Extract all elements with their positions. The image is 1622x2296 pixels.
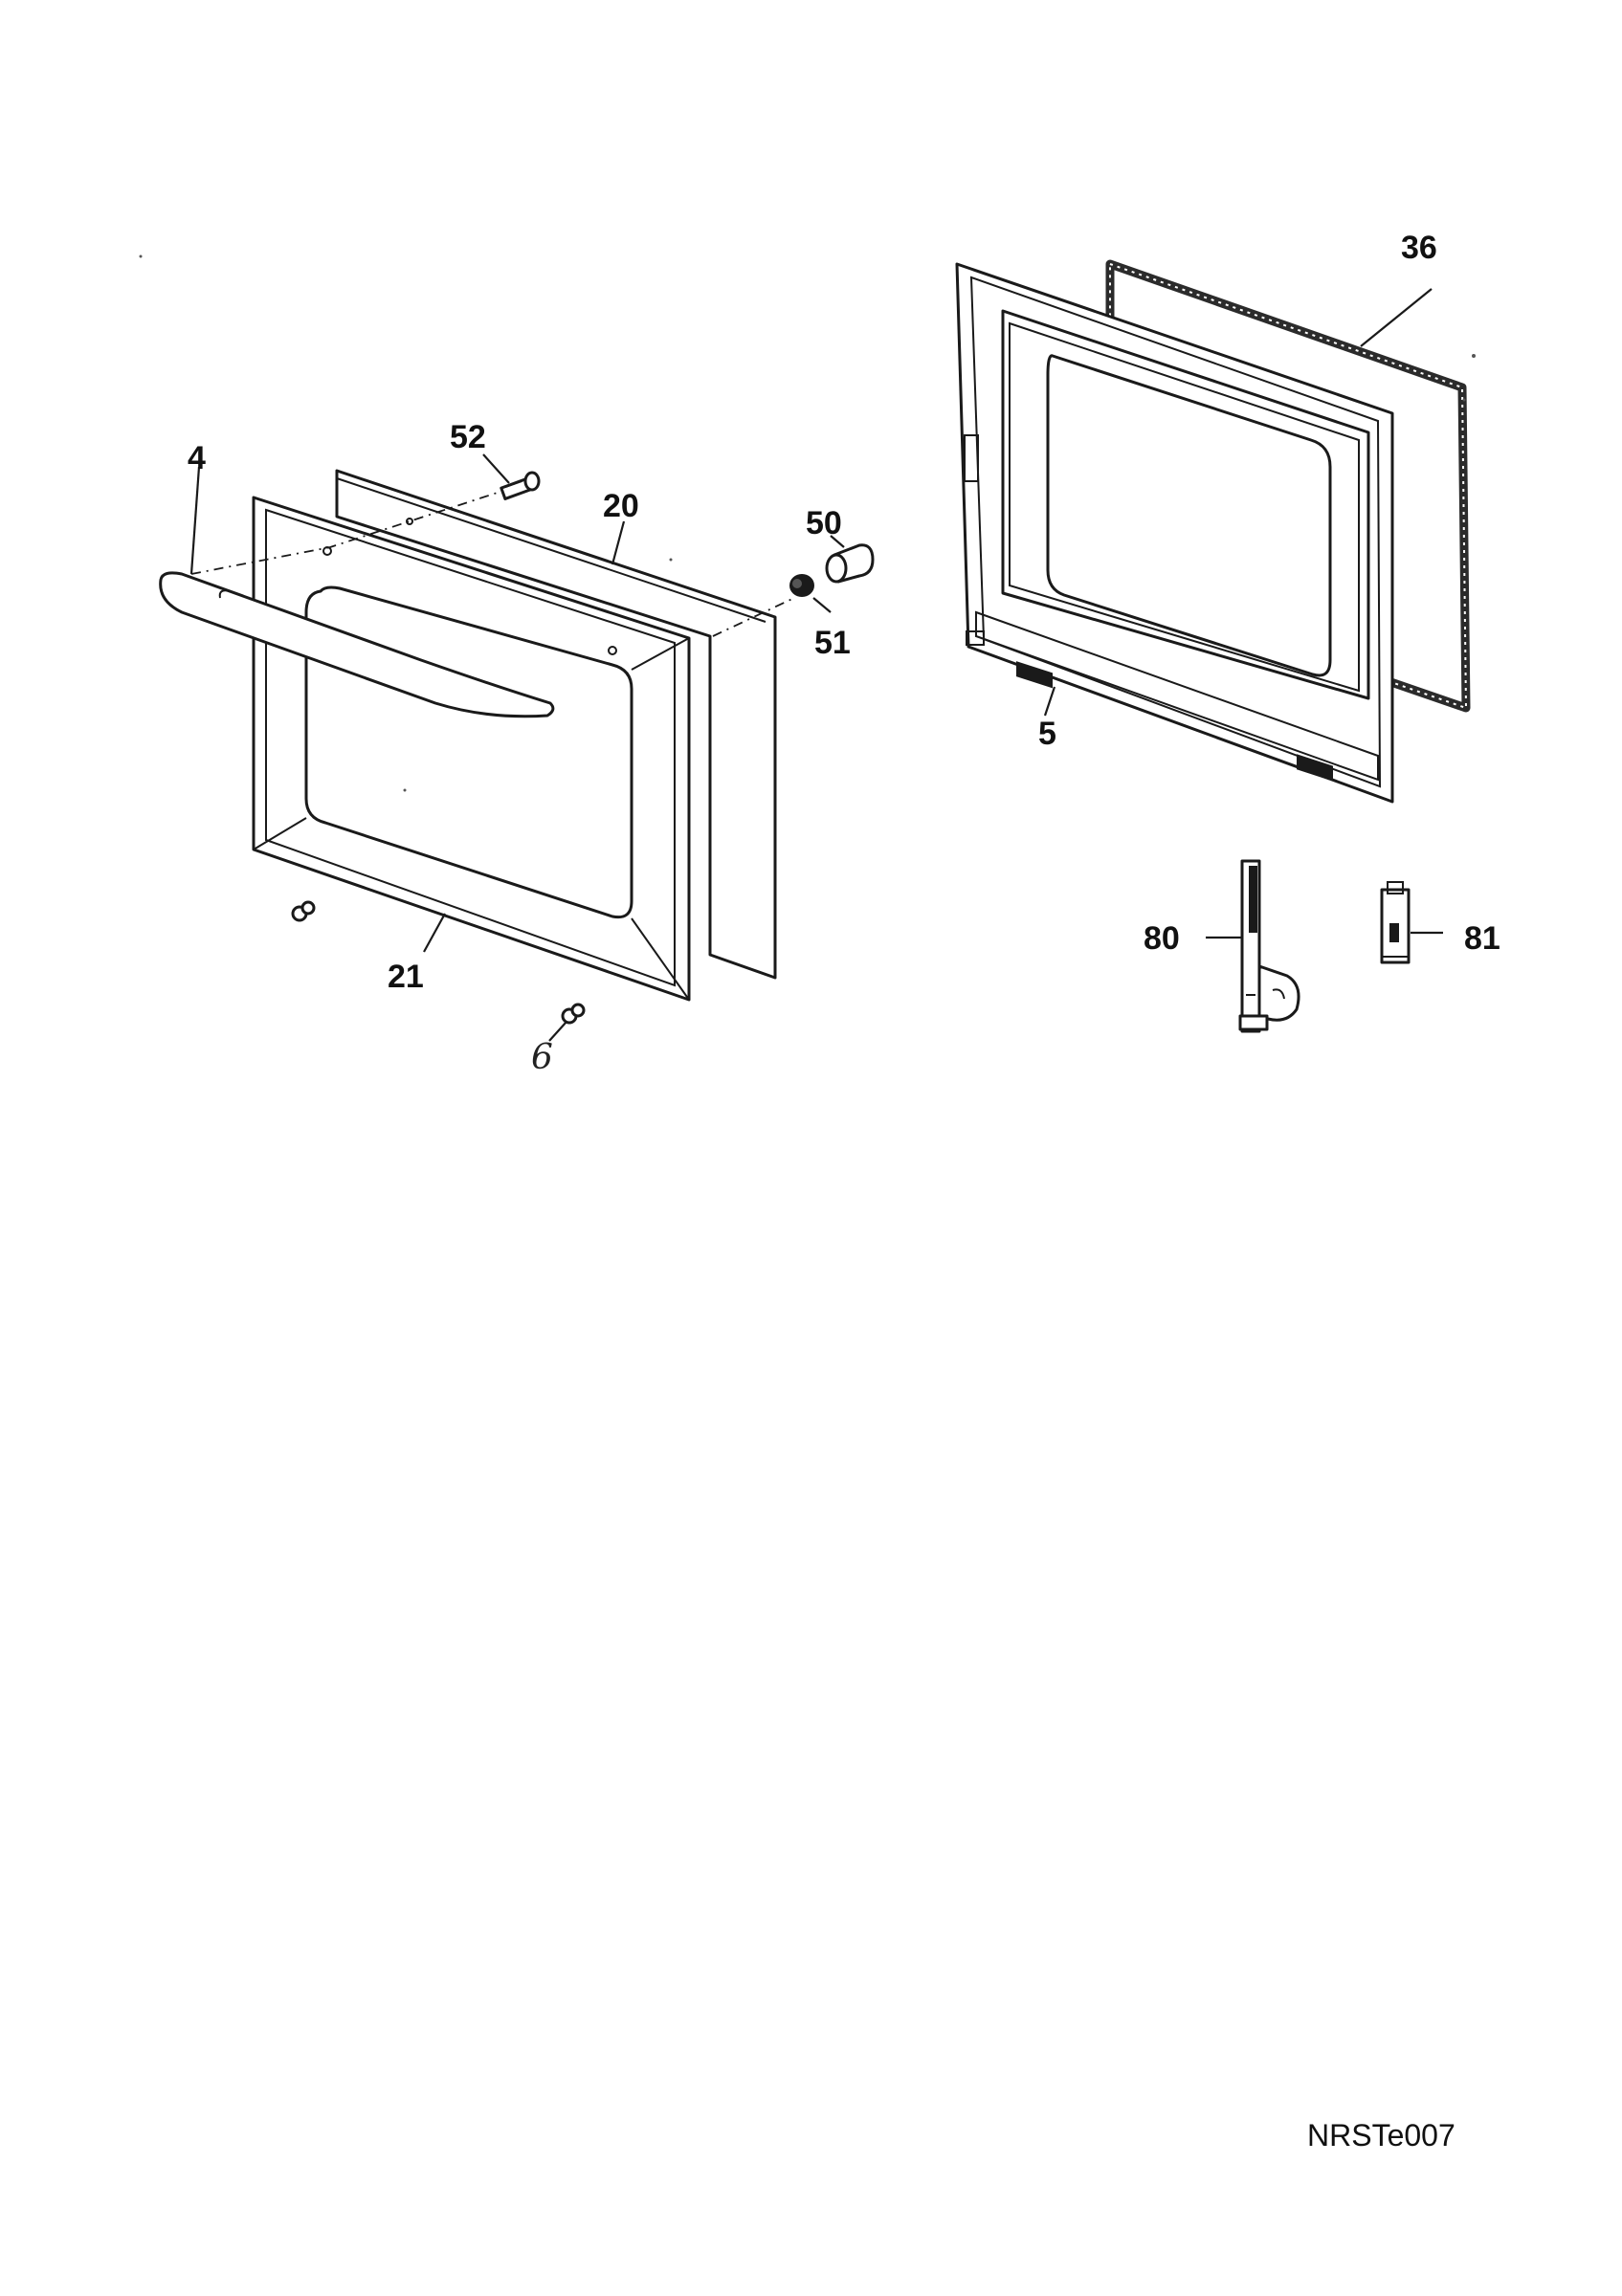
- speck: [669, 558, 673, 562]
- drawing-reference-code: NRSTe007: [1307, 2118, 1455, 2152]
- callout-52: 52: [450, 419, 486, 455]
- leader-21: [423, 913, 446, 953]
- part-4-door-handle: [159, 571, 555, 718]
- speck: [403, 788, 407, 792]
- part-6-pins: [291, 900, 586, 1025]
- leader-lines: [189, 288, 1443, 1042]
- callout-labels: 4 52 20 50 51 21 6 36 5 80 81: [188, 230, 1500, 1077]
- callout-81: 81: [1464, 920, 1500, 957]
- leader-52: [482, 453, 510, 484]
- leader-6: [548, 1021, 567, 1042]
- speck: [1472, 354, 1476, 358]
- callout-80: 80: [1144, 920, 1180, 957]
- callout-50: 50: [806, 505, 842, 541]
- callout-20: 20: [603, 488, 639, 524]
- callout-36: 36: [1401, 230, 1437, 266]
- leader-50: [830, 535, 845, 548]
- part-51-bushing: [789, 574, 814, 597]
- callout-5: 5: [1038, 716, 1056, 752]
- callout-21: 21: [388, 959, 424, 995]
- part-80-hinge: [1238, 859, 1300, 1033]
- callout-51: 51: [814, 625, 851, 661]
- callout-4: 4: [188, 440, 206, 476]
- leader-5: [1043, 686, 1056, 717]
- fixing-centerline: [190, 487, 513, 575]
- callout-6: 6: [531, 1038, 553, 1077]
- speck: [1462, 398, 1466, 402]
- part-52-screw: [500, 471, 541, 500]
- part-50-cap: [825, 543, 875, 584]
- leader-51: [812, 597, 832, 613]
- part-81-hinge-receiver: [1380, 881, 1411, 964]
- fixing-centerline-right: [712, 597, 795, 637]
- part-20-glass-panel: [335, 469, 777, 980]
- leader-4: [189, 466, 201, 575]
- leader-20: [611, 520, 626, 565]
- leader-36: [1360, 288, 1433, 347]
- part-5-inner-door-panel: [955, 262, 1394, 804]
- speck: [139, 254, 143, 258]
